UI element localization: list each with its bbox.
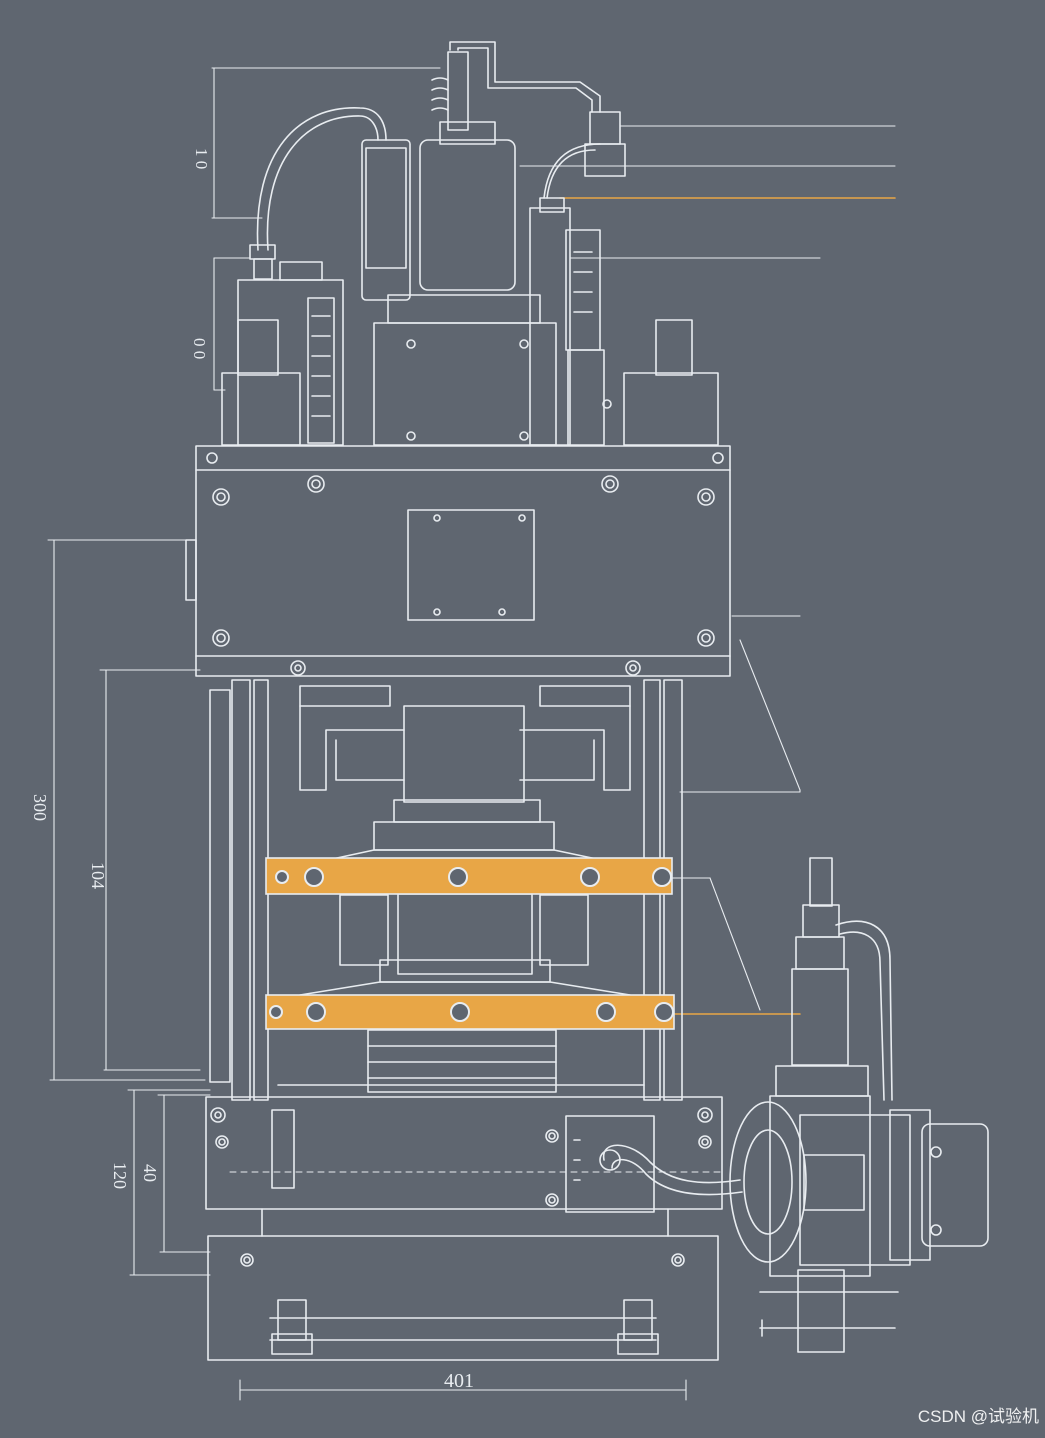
ram-piston — [299, 705, 631, 1093]
dim-label-bottom-left: 120 — [110, 1162, 130, 1189]
dim-label-left-inner: 104 — [88, 862, 108, 889]
pump-motor — [729, 857, 989, 1353]
top-crosshead — [185, 445, 731, 677]
dim-label-top-upper: 1 0 — [192, 148, 211, 169]
base-block — [205, 1096, 743, 1361]
dim-label-bottom-left-inner: 40 — [140, 1164, 160, 1182]
top-cylinder-assembly — [221, 41, 719, 446]
watermark: CSDN @试验机 — [917, 1407, 1039, 1426]
bolt-icon — [206, 452, 724, 676]
dim-label-left-outer: 300 — [30, 794, 50, 821]
upper-platen — [265, 857, 673, 895]
bolt-icon — [210, 1107, 713, 1267]
leader-lines — [519, 125, 896, 1011]
lower-platen — [265, 994, 675, 1030]
dim-label-bottom-width: 401 — [444, 1370, 474, 1392]
dimension-lines — [47, 67, 687, 1401]
dim-label-top-lower: 0 0 — [190, 338, 209, 359]
